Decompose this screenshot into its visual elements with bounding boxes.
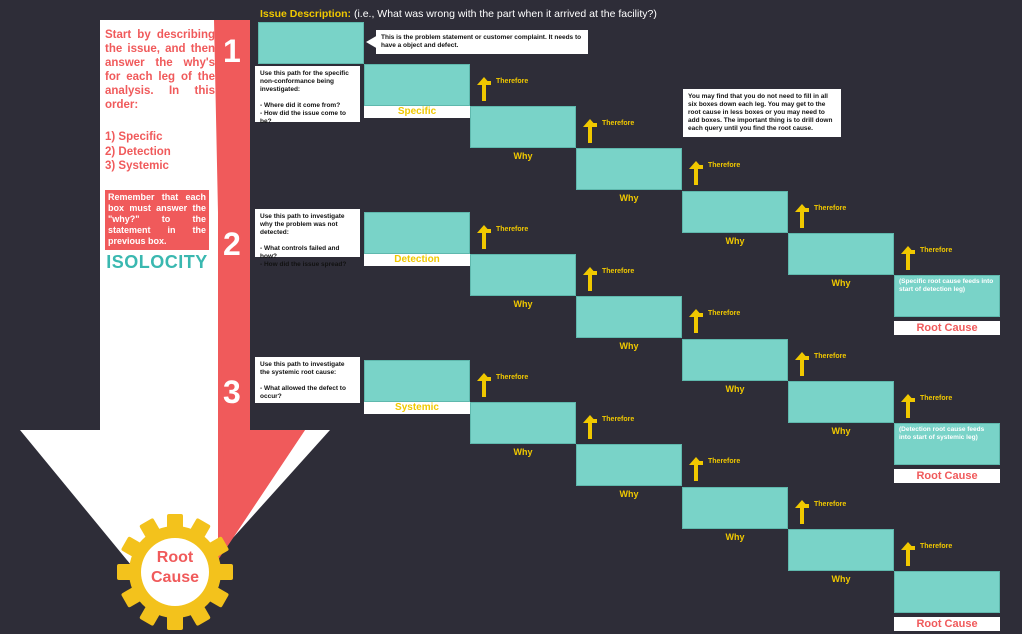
sidebar-order-list: 1) Specific 2) Detection 3) Systemic — [105, 130, 215, 174]
leg-3-why-label-3: Why — [725, 532, 745, 542]
leg-2-root-cause-label: Root Cause — [894, 469, 1000, 483]
leg-1-therefore-label-5: Therefore — [920, 247, 953, 254]
reminder-box: Remember that each box must answer the "… — [105, 190, 209, 250]
leg-1-start-label: Specific — [364, 106, 470, 118]
order-item-specific: 1) Specific — [105, 131, 163, 143]
isolocity-logo: ISOLOCITY — [105, 251, 209, 273]
leg-2-therefore-arrow-icon-3 — [689, 309, 703, 333]
leg-2-box-6[interactable] — [894, 423, 1000, 465]
leg-2-therefore-label-4: Therefore — [814, 353, 847, 360]
problem-statement-note: This is the problem statement or custome… — [376, 30, 588, 54]
leg-3-therefore-arrow-icon-5 — [901, 542, 915, 566]
leg-3-box-1[interactable] — [364, 360, 470, 402]
leg-2-why-label-3: Why — [725, 384, 745, 394]
leg-1-root-note: (Specific root cause feeds into start of… — [899, 278, 994, 293]
systemic-path-note: Use this path to investigate the systemi… — [255, 357, 360, 403]
leg-2-why-label-1: Why — [513, 299, 533, 309]
leg-1-box-6[interactable] — [894, 275, 1000, 317]
leg-1-box-1[interactable] — [364, 64, 470, 106]
gear-label-line-2: Cause — [150, 569, 200, 586]
leg-2-therefore-arrow-icon-5 — [901, 394, 915, 418]
pointer-arrow-icon — [366, 35, 378, 49]
leg-2-therefore-arrow-icon-2 — [583, 267, 597, 291]
big-white-arrow — [20, 20, 330, 610]
leg-3-box-5[interactable] — [788, 529, 894, 571]
leg-3-therefore-label-1: Therefore — [496, 374, 529, 381]
leg-1-box-4[interactable] — [682, 191, 788, 233]
issue-description-box[interactable] — [258, 22, 364, 64]
leg-1-therefore-arrow-icon-3 — [689, 161, 703, 185]
leg-1-therefore-label-2: Therefore — [602, 120, 635, 127]
leg-2-therefore-label-1: Therefore — [496, 226, 529, 233]
leg-1-therefore-arrow-icon-4 — [795, 204, 809, 228]
leg-1-therefore-arrow-icon-5 — [901, 246, 915, 270]
step-number-1: 1 — [223, 33, 241, 69]
leg-2-box-4[interactable] — [682, 339, 788, 381]
leg-1-box-2[interactable] — [470, 106, 576, 148]
leg-3-box-4[interactable] — [682, 487, 788, 529]
order-item-detection: 2) Detection — [105, 145, 171, 158]
leg-3-why-label-1: Why — [513, 447, 533, 457]
page-title: Issue Description: (i.e., What was wrong… — [260, 8, 657, 20]
leg-1-why-label-1: Why — [513, 151, 533, 161]
leg-1-box-5[interactable] — [788, 233, 894, 275]
gear-label-line-1: Root — [156, 549, 194, 566]
leg-3-start-label: Systemic — [364, 402, 470, 414]
leg-3-therefore-label-4: Therefore — [814, 501, 847, 508]
leg-2-box-1[interactable] — [364, 212, 470, 254]
leg-3-root-cause-label: Root Cause — [894, 617, 1000, 631]
detection-path-note: Use this path to investigate why the pro… — [255, 209, 360, 268]
leg-2-therefore-label-3: Therefore — [708, 310, 741, 317]
leg-3-therefore-arrow-icon-3 — [689, 457, 703, 481]
leg-2-why-label-2: Why — [619, 341, 639, 351]
leg-1-why-label-4: Why — [831, 278, 851, 288]
leg-2-box-2[interactable] — [470, 254, 576, 296]
leg-1-therefore-label-1: Therefore — [496, 78, 529, 85]
leg-2-therefore-arrow-icon-1 — [477, 225, 491, 249]
leg-3-therefore-label-5: Therefore — [920, 543, 953, 550]
leg-1-therefore-label-4: Therefore — [814, 205, 847, 212]
tip-note: You may find that you do not need to fil… — [683, 89, 841, 137]
leg-2-box-5[interactable] — [788, 381, 894, 423]
leg-3-therefore-arrow-icon-2 — [583, 415, 597, 439]
leg-2-therefore-arrow-icon-4 — [795, 352, 809, 376]
leg-2-box-3[interactable] — [576, 296, 682, 338]
order-item-systemic: 3) Systemic — [105, 160, 169, 172]
leg-1-therefore-arrow-icon-2 — [583, 119, 597, 143]
leg-3-therefore-label-2: Therefore — [602, 416, 635, 423]
leg-2-root-note: (Detection root cause feeds into start o… — [899, 426, 985, 441]
leg-3-box-3[interactable] — [576, 444, 682, 486]
specific-path-note: Use this path for the specific non-confo… — [255, 66, 360, 125]
sidebar-intro: Start by describing the issue, and then … — [105, 29, 215, 111]
gear-icon — [117, 514, 233, 630]
leg-3-box-2[interactable] — [470, 402, 576, 444]
leg-3-therefore-arrow-icon-4 — [795, 500, 809, 524]
leg-3-why-label-2: Why — [619, 489, 639, 499]
step-number-2: 2 — [223, 226, 241, 262]
step-number-3: 3 — [223, 374, 241, 410]
leg-3-therefore-arrow-icon-1 — [477, 373, 491, 397]
leg-2-why-label-4: Why — [831, 426, 851, 436]
leg-1-box-3[interactable] — [576, 148, 682, 190]
issue-description-title: Issue Description: — [260, 8, 352, 20]
leg-3-therefore-label-3: Therefore — [708, 458, 741, 465]
leg-2-therefore-label-2: Therefore — [602, 268, 635, 275]
leg-1-why-label-3: Why — [725, 236, 745, 246]
leg-3-box-6[interactable] — [894, 571, 1000, 613]
leg-3-why-label-4: Why — [831, 574, 851, 584]
leg-2-start-label: Detection — [364, 254, 470, 266]
leg-2-therefore-label-5: Therefore — [920, 395, 953, 402]
leg-1-root-cause-label: Root Cause — [894, 321, 1000, 335]
gear-label: Root Cause — [130, 548, 220, 588]
issue-description-subtitle: (i.e., What was wrong with the part when… — [353, 8, 657, 20]
leg-1-why-label-2: Why — [619, 193, 639, 203]
leg-1-therefore-arrow-icon-1 — [477, 77, 491, 101]
leg-1-therefore-label-3: Therefore — [708, 162, 741, 169]
